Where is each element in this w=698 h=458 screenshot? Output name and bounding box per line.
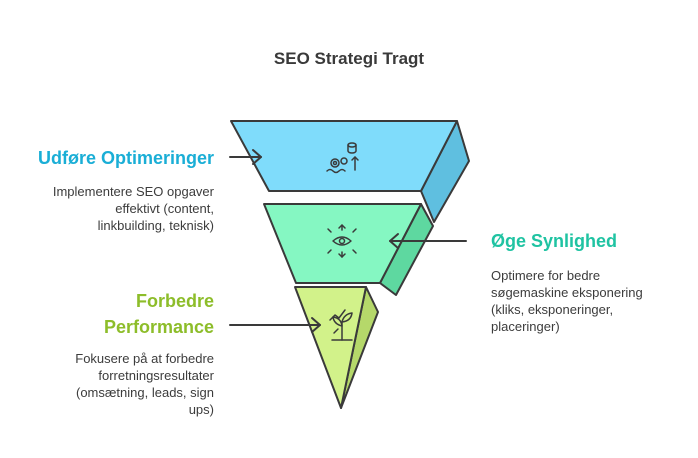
funnel-stage-2 xyxy=(263,203,434,296)
stage-3-description-line: forretningsresultater xyxy=(98,368,214,383)
stage-1-description: Implementere SEO opgaver effektivt (cont… xyxy=(10,183,214,234)
stage-1-description-line: Implementere SEO opgaver xyxy=(52,184,214,199)
stage-2-description-line: Optimere for bedre xyxy=(491,268,601,283)
gears-database-growth-icon xyxy=(326,142,359,174)
stage-2-description-line: placeringer) xyxy=(491,319,560,334)
eye-expand-icon xyxy=(327,224,357,258)
stage-1-description-line: effektivt (content, xyxy=(115,201,214,216)
stage-3-description-line: Fokusere på at forbedre xyxy=(75,351,214,366)
funnel-stage-3 xyxy=(294,286,379,409)
stage-2-description-line: (kliks, eksponeringer, xyxy=(491,302,614,317)
stage-1-heading: Udføre Optimeringer xyxy=(37,148,214,168)
stage-3-heading-line: Forbedre xyxy=(135,291,214,311)
stage-3-description-line: ups) xyxy=(188,402,214,417)
arrow-stage-2 xyxy=(389,233,467,249)
stage-3-description-line: (omsætning, leads, sign xyxy=(75,385,214,400)
arrow-stage-3 xyxy=(229,317,321,333)
stage-3-heading: Forbedre Performance xyxy=(10,288,214,340)
stage-2-description-line: søgemaskine eksponering xyxy=(491,285,643,300)
stage-3-heading-line: Performance xyxy=(103,317,214,337)
funnel-stage-1 xyxy=(230,120,470,223)
arrow-stage-1 xyxy=(229,149,262,165)
diagram-title: SEO Strategi Tragt xyxy=(273,49,425,68)
stage-2-heading: Øge Synlighed xyxy=(491,231,618,251)
stage-1-description-line: linkbuilding, teknisk) xyxy=(97,218,214,233)
stage-2-description: Optimere for bedre søgemaskine eksponeri… xyxy=(491,267,691,335)
plant-growth-icon xyxy=(329,309,353,341)
stage-3-description: Fokusere på at forbedre forretningsresul… xyxy=(10,350,214,418)
